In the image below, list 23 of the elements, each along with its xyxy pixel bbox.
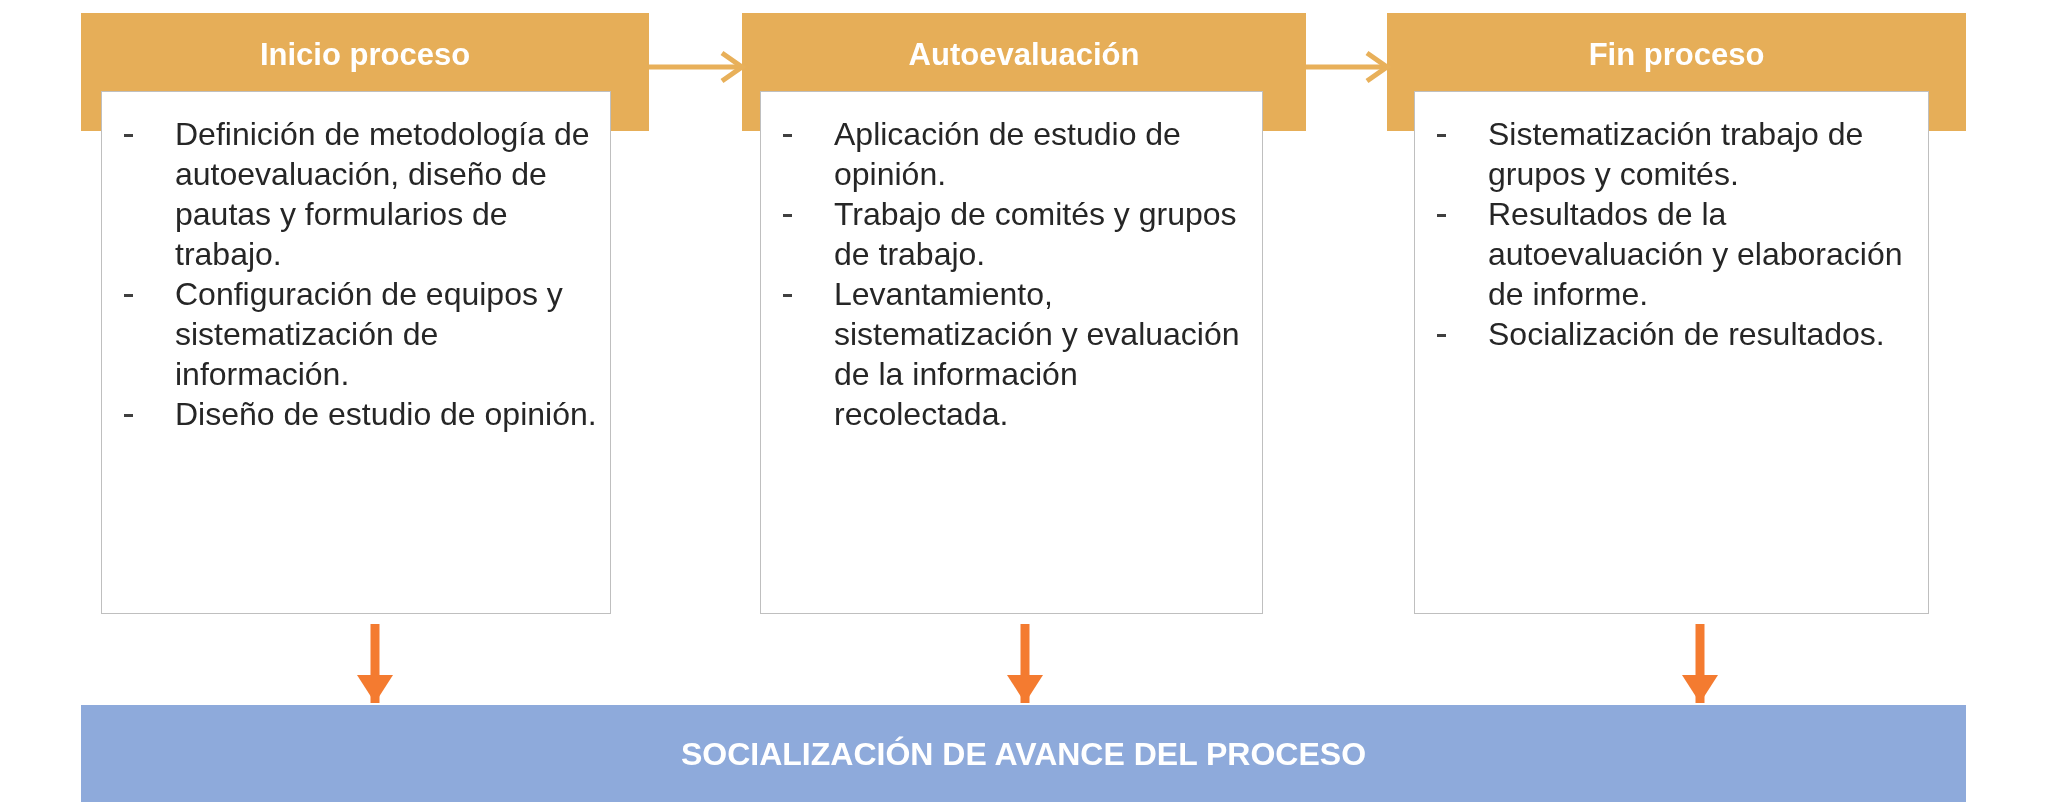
stage-title: Autoevaluación <box>908 36 1140 74</box>
stage-header <box>742 13 1306 91</box>
stage-title: Fin proceso <box>1588 36 1765 74</box>
task-item: Trabajo de comités y grupos de trabajo. <box>834 195 1238 274</box>
task-item: Resultados de la autoevaluación y elaboración de informe. <box>1488 195 1904 314</box>
task-item: Diseño de estudio de opinión. <box>175 395 597 434</box>
arrow <box>357 624 393 703</box>
arrow <box>1007 624 1043 703</box>
task-item: Definición de metodología de autoevaluación, diseño de pautas y formularios de trabajo. <box>175 115 591 274</box>
stage-header <box>1387 13 1966 91</box>
task-card <box>760 91 1263 614</box>
stage-title: Inicio proceso <box>259 36 471 74</box>
stage-header <box>81 13 649 91</box>
task-card <box>101 91 611 614</box>
task-card <box>1414 91 1929 614</box>
task-item: Sistematización trabajo de grupos y comités. <box>1488 115 1865 194</box>
progress-banner <box>81 705 1966 802</box>
task-item: Aplicación de estudio de opinión. <box>834 115 1182 194</box>
task-item: Configuración de equipos y sistematización de información. <box>175 275 564 394</box>
arrow <box>1682 624 1718 703</box>
task-item: Socialización de resultados. <box>1488 315 1885 354</box>
banner-title: SOCIALIZACIÓN DE AVANCE DEL PROCESO <box>680 734 1367 774</box>
task-item: Levantamiento, sistematización y evaluación de la información recolectada. <box>834 275 1241 434</box>
